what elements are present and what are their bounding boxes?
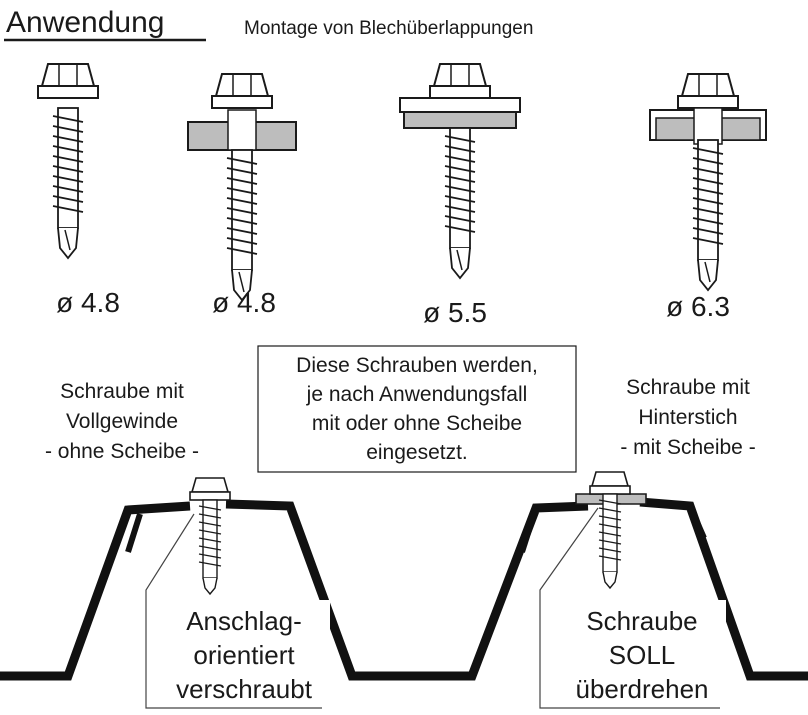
hex-screw-wide-washer-icon [399, 63, 521, 279]
note-center-line: Diese Schrauben werden, [296, 354, 538, 377]
callout-right-line: SOLL [609, 640, 676, 670]
note-left-line: Vollgewinde [66, 410, 178, 433]
callout-left-bg [160, 600, 330, 706]
note-left-line: Schraube mit [60, 380, 184, 403]
hex-screw-full-thread-icon [37, 63, 99, 259]
callout-frame-left [145, 513, 322, 709]
diameter-label-1: ø 4.8 [56, 287, 120, 318]
note-left-line: - ohne Scheibe - [45, 440, 199, 463]
note-center-box [257, 345, 577, 473]
note-right-line: Schraube mit [626, 376, 750, 399]
note-right-line: Hinterstich [638, 406, 737, 429]
callout-left: Anschlag- orientiert verschraubt [176, 606, 313, 704]
note-right-line: - mit Scheibe - [620, 436, 755, 459]
hex-screw-undercut-washer-icon [649, 73, 767, 291]
diameter-label-2: ø 4.8 [212, 287, 276, 318]
callout-frame-right [539, 507, 720, 709]
note-left: Schraube mit Vollgewinde - ohne Scheibe … [45, 380, 199, 463]
callout-right-line: überdrehen [576, 674, 709, 704]
callout-right-bg [562, 600, 726, 706]
callout-left-line: verschraubt [176, 674, 313, 704]
diameter-label-3: ø 5.5 [423, 297, 487, 328]
profile-screw-left-icon [189, 477, 231, 595]
note-center-line: mit oder ohne Scheibe [312, 412, 522, 435]
note-right: Schraube mit Hinterstich - mit Scheibe - [620, 376, 755, 459]
sheet-profile [0, 497, 808, 681]
hex-screw-with-washer-icon [187, 73, 297, 301]
note-center-line: eingesetzt. [366, 441, 468, 464]
callout-left-line: Anschlag- [186, 606, 302, 636]
callout-left-line: orientiert [193, 640, 295, 670]
profile-screw-right-icon [575, 471, 647, 589]
subtitle-text: Montage von Blechüberlappungen [244, 18, 533, 39]
callout-right: Schraube SOLL überdrehen [576, 606, 709, 704]
note-center: Diese Schrauben werden, je nach Anwendun… [296, 354, 538, 464]
title-text: Anwendung [6, 6, 164, 39]
callout-right-line: Schraube [586, 606, 697, 636]
diameter-label-4: ø 6.3 [666, 291, 730, 322]
note-center-line: je nach Anwendungsfall [306, 383, 528, 406]
